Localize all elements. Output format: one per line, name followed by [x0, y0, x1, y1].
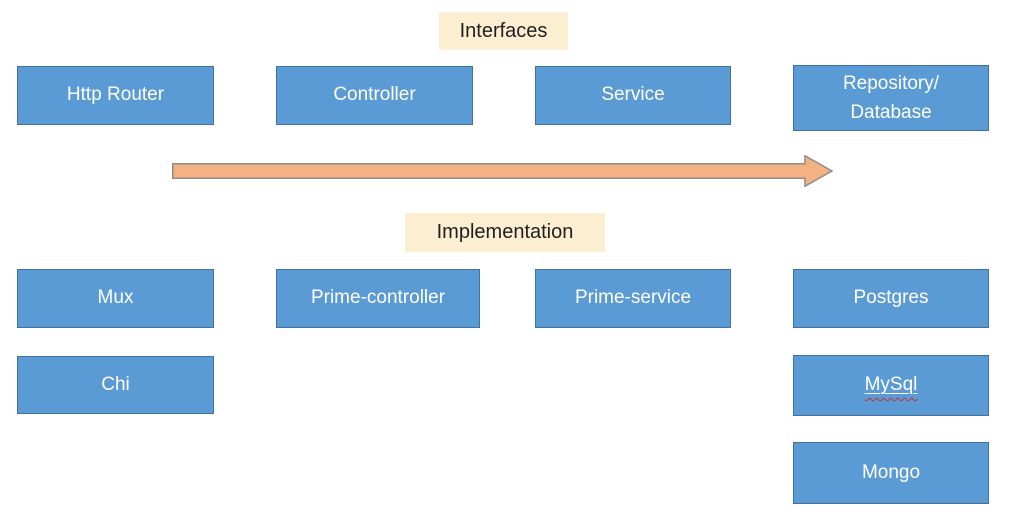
- section-label-interfaces: Interfaces: [439, 12, 568, 50]
- mysql-spellcheck-text: MySql: [864, 374, 918, 396]
- interface-box-http-router: Http Router: [17, 66, 214, 125]
- implementation-box-mongo: Mongo: [793, 442, 989, 504]
- flow-arrow-icon: [172, 155, 833, 187]
- implementation-box-chi: Chi: [17, 356, 214, 414]
- interface-box-controller: Controller: [276, 66, 473, 125]
- section-label-implementation: Implementation: [405, 213, 605, 252]
- repository-line1: Repository/: [842, 72, 940, 94]
- implementation-box-prime-service: Prime-service: [535, 269, 731, 328]
- implementation-box-postgres: Postgres: [793, 269, 989, 328]
- interface-box-repository-database: Repository/ Database: [793, 65, 989, 131]
- mysql-underlined-text: MySql: [865, 373, 918, 398]
- implementation-box-prime-controller: Prime-controller: [276, 269, 480, 328]
- implementation-box-mysql: MySql: [793, 355, 989, 416]
- implementation-box-mux: Mux: [17, 269, 214, 328]
- repository-line2: Database: [850, 102, 932, 123]
- interface-box-service: Service: [535, 66, 731, 125]
